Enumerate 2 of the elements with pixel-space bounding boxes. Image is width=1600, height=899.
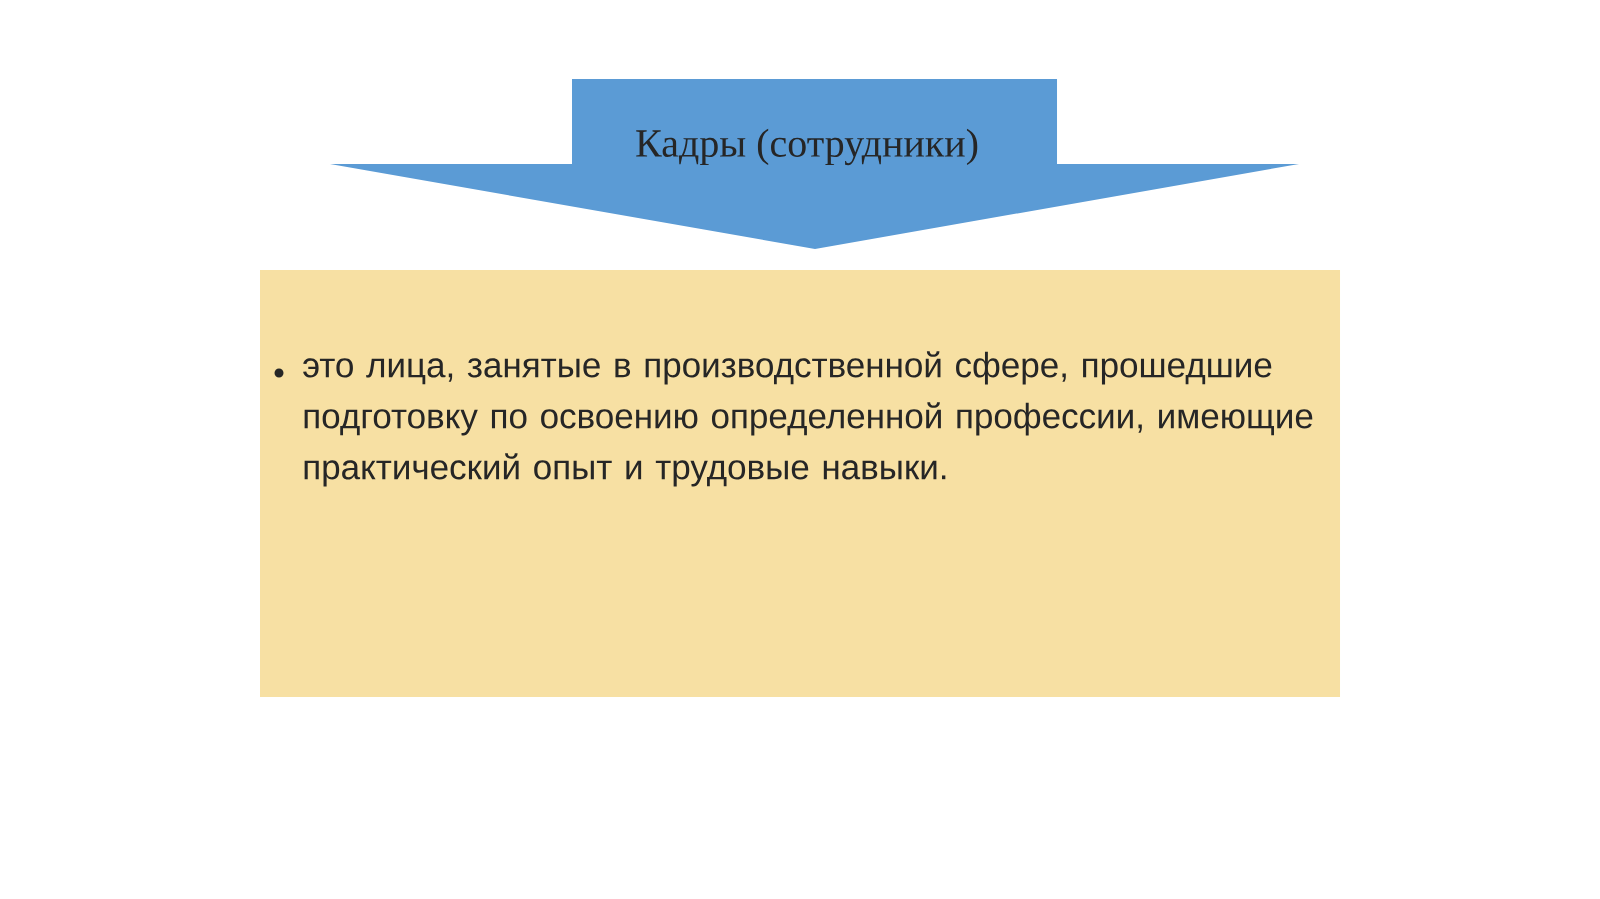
- arrow-callout: Кадры (сотрудники): [330, 79, 1299, 249]
- text-box: это лица, занятые в производственной сфере, прошедшие подготовку по освоению определенной профессии, имеющие практический опыт и трудовые навыки.: [260, 270, 1340, 697]
